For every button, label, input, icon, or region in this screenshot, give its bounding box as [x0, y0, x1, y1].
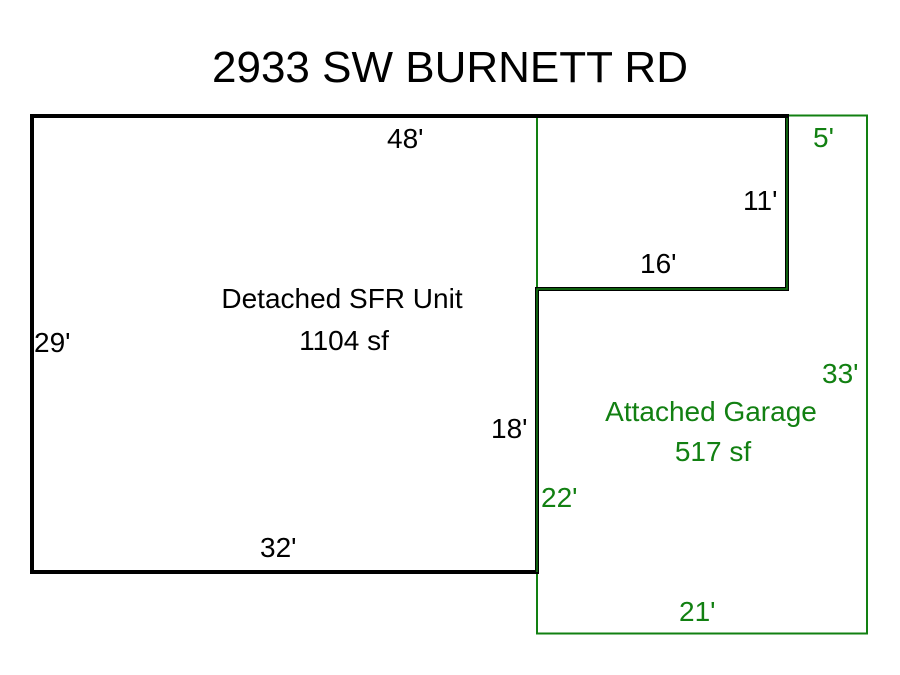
house-label: Detached SFR Unit [221, 283, 463, 314]
garage-dim-top: 5' [813, 122, 834, 153]
house-dim-top: 48' [387, 123, 424, 154]
garage-label: Attached Garage [605, 396, 817, 427]
garage-dim-right: 33' [822, 358, 859, 389]
house-dim-right-lower: 18' [491, 413, 528, 444]
house-dim-left: 29' [34, 327, 71, 358]
garage-area: 517 sf [674, 436, 752, 467]
page-title: 2933 SW BURNETT RD [212, 43, 688, 92]
house-area: 1104 sf [299, 325, 389, 356]
house-dim-right-upper: 11' [743, 185, 778, 216]
garage-outline [536, 114, 868, 635]
garage-dim-bottom: 21' [679, 596, 716, 627]
shared-wall [536, 118, 788, 572]
house-dim-step: 16' [640, 248, 677, 279]
house-outline [30, 114, 789, 574]
house-dim-bottom: 32' [260, 532, 297, 563]
garage-dim-left: 22' [541, 482, 578, 513]
